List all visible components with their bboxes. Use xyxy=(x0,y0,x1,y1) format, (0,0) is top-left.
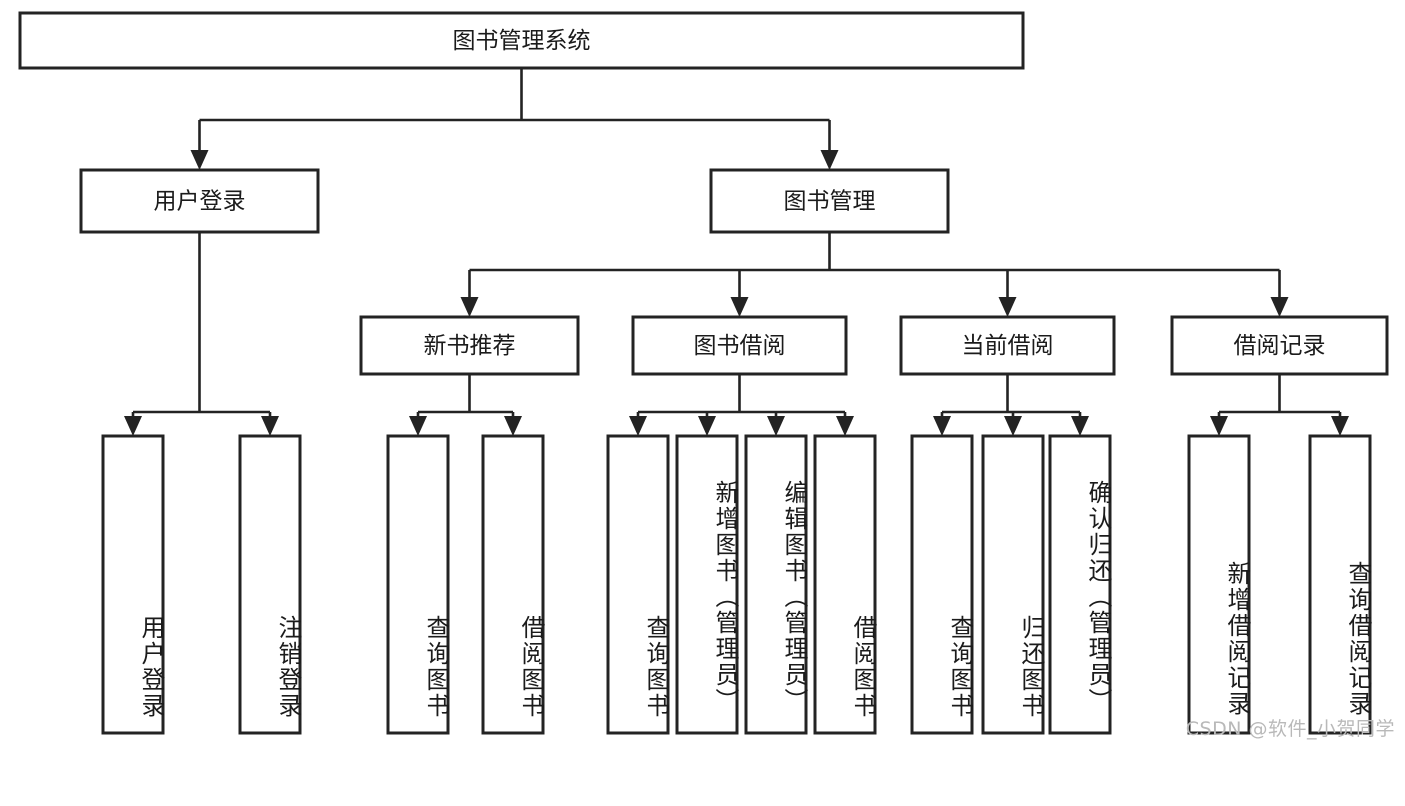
node-level3-0-rect xyxy=(359,315,580,376)
arrow-head-icon xyxy=(933,416,951,436)
arrow-head-icon xyxy=(460,297,479,317)
node-level3-3-label: 借阅记录 xyxy=(1234,333,1326,359)
arrow-head-icon xyxy=(1004,416,1022,436)
leaf-node-2[interactable] xyxy=(386,434,450,735)
arrow-head-icon xyxy=(836,416,854,436)
arrow-head-icon xyxy=(730,297,749,317)
arrow-head-icon xyxy=(1270,297,1289,317)
leaf-node-12-rect xyxy=(1308,434,1372,735)
node-level3-3[interactable]: 借阅记录 xyxy=(1170,315,1389,376)
node-level3-2-rect xyxy=(899,315,1116,376)
node-level3-0[interactable]: 新书推荐 xyxy=(359,315,580,376)
node-level3-1[interactable]: 图书借阅 xyxy=(631,315,848,376)
node-level3-2[interactable]: 当前借阅 xyxy=(899,315,1116,376)
leaf-node-0[interactable] xyxy=(101,434,165,735)
arrow-head-icon xyxy=(820,150,839,170)
leaf-node-9[interactable] xyxy=(981,434,1045,735)
node-root[interactable]: 图书管理系统 xyxy=(18,11,1025,70)
leaf-node-1-rect xyxy=(238,434,302,735)
node-root-rect xyxy=(18,11,1025,70)
node-level2-0-label: 用户登录 xyxy=(154,189,246,215)
node-level3-2-label: 当前借阅 xyxy=(962,333,1054,359)
node-level2-1-label: 图书管理 xyxy=(784,189,876,215)
node-level3-3-rect xyxy=(1170,315,1389,376)
leaf-node-8[interactable] xyxy=(910,434,974,735)
leaf-node-11-rect xyxy=(1187,434,1251,735)
connector-lines xyxy=(124,68,1349,436)
watermark-text: CSDN @软件_小贺同学 xyxy=(1185,718,1395,740)
leaf-node-6-rect xyxy=(744,434,808,735)
node-level3-0-label: 新书推荐 xyxy=(424,333,516,359)
arrow-head-icon xyxy=(1071,416,1089,436)
leaf-node-12[interactable] xyxy=(1308,434,1372,735)
leaf-node-3-rect xyxy=(481,434,545,735)
node-level2-0[interactable]: 用户登录 xyxy=(79,168,320,234)
leaf-node-0-rect xyxy=(101,434,165,735)
leaf-node-4-rect xyxy=(606,434,670,735)
leaf-node-6[interactable] xyxy=(744,434,808,735)
node-level3-1-rect xyxy=(631,315,848,376)
node-root-label: 图书管理系统 xyxy=(453,28,591,54)
arrow-head-icon xyxy=(629,416,647,436)
leaf-node-10[interactable] xyxy=(1048,434,1112,735)
arrow-head-icon xyxy=(767,416,785,436)
leaf-node-7-rect xyxy=(813,434,877,735)
arrow-head-icon xyxy=(1331,416,1349,436)
leaf-node-1[interactable] xyxy=(238,434,302,735)
arrow-head-icon xyxy=(124,416,142,436)
arrow-head-icon xyxy=(409,416,427,436)
arrow-head-icon xyxy=(698,416,716,436)
node-level2-1-rect xyxy=(709,168,950,234)
node-level2-1[interactable]: 图书管理 xyxy=(709,168,950,234)
arrow-head-icon xyxy=(190,150,209,170)
leaf-node-11[interactable] xyxy=(1187,434,1251,735)
arrow-head-icon xyxy=(998,297,1017,317)
leaf-node-5-rect xyxy=(675,434,739,735)
leaf-node-7[interactable] xyxy=(813,434,877,735)
leaf-node-2-rect xyxy=(386,434,450,735)
leaf-node-10-rect xyxy=(1048,434,1112,735)
leaf-node-9-rect xyxy=(981,434,1045,735)
leaf-node-4[interactable] xyxy=(606,434,670,735)
arrow-head-icon xyxy=(504,416,522,436)
leaf-node-8-rect xyxy=(910,434,974,735)
arrow-head-icon xyxy=(261,416,279,436)
leaf-node-3[interactable] xyxy=(481,434,545,735)
flowchart-canvas: 图书管理系统用户登录图书管理新书推荐图书借阅当前借阅借阅记录 用户登录注销登录查… xyxy=(18,11,1395,740)
node-level2-0-rect xyxy=(79,168,320,234)
arrow-head-icon xyxy=(1210,416,1228,436)
node-level3-1-label: 图书借阅 xyxy=(694,333,786,359)
leaf-node-5[interactable] xyxy=(675,434,739,735)
